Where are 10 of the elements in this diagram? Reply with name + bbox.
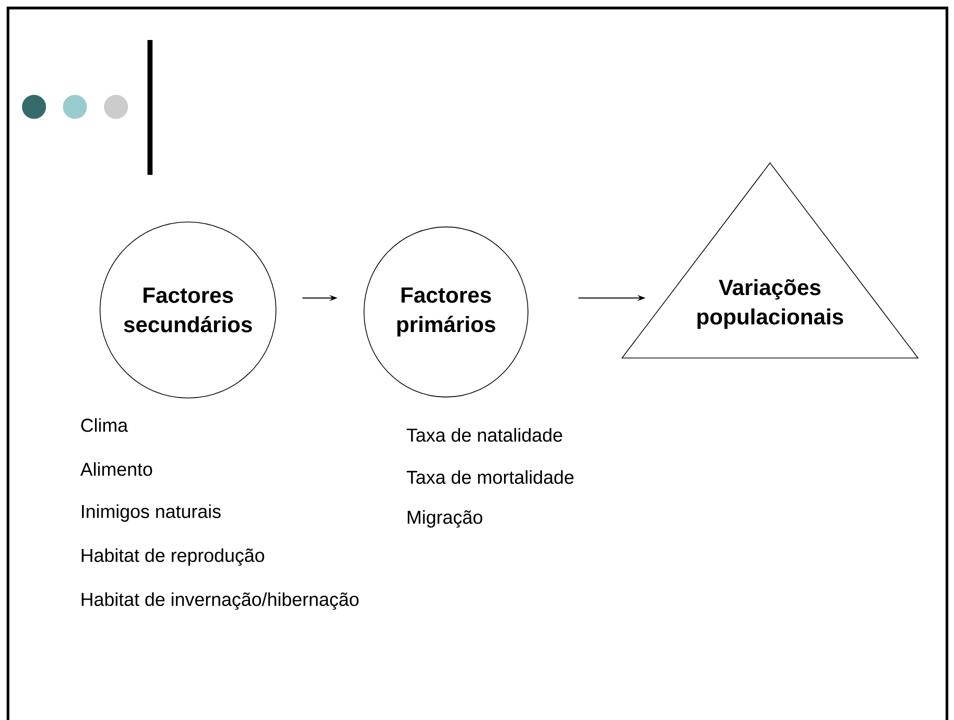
list-item: Taxa de natalidade [406, 428, 562, 442]
list-item: Habitat de reprodução [82, 548, 264, 566]
circle-node: Factores secundários [100, 222, 276, 398]
list-item: Inimigos naturais [82, 504, 221, 522]
list-item: Taxa de mortalidade [406, 470, 574, 484]
list-item: Alimento [80, 462, 152, 476]
list-item: Clima [81, 418, 128, 432]
circle-node: Factores primários [364, 226, 528, 398]
list-item: Migração [408, 510, 482, 528]
list-item: Habitat de invernação/hibernação [82, 592, 359, 610]
